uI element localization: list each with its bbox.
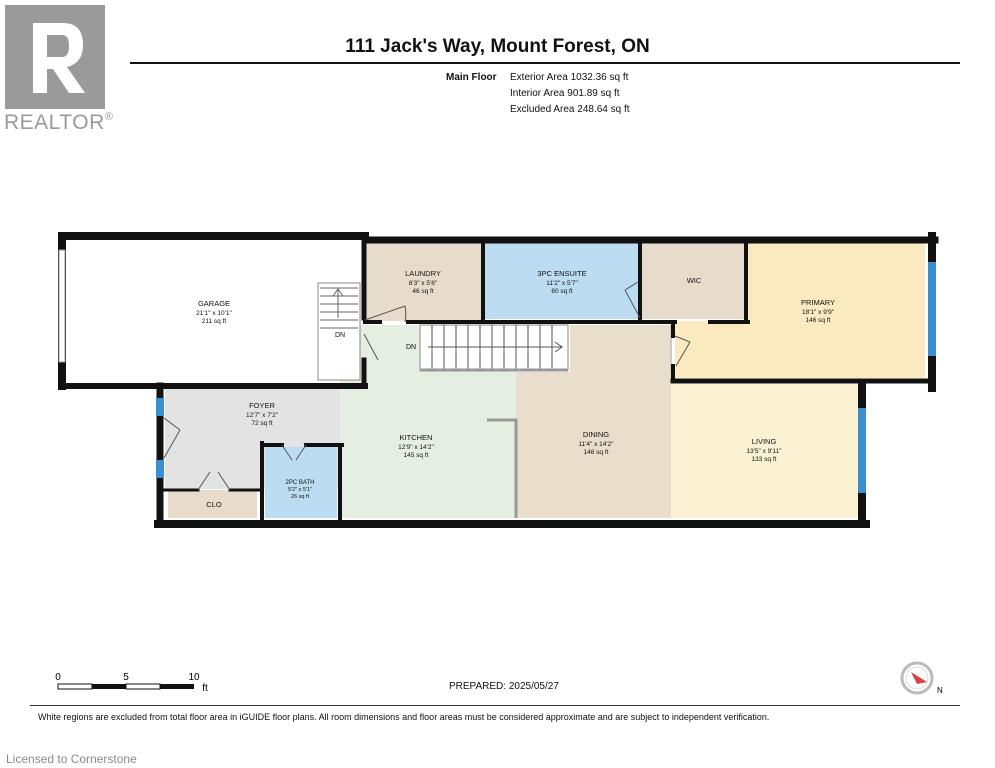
dining-area: 146 sq ft xyxy=(584,449,609,456)
scale-label-10: 10 xyxy=(188,672,200,683)
garage-area: 211 sq ft xyxy=(202,318,227,325)
bath-room xyxy=(265,447,337,518)
laundry-room xyxy=(365,243,482,321)
primary-dims: 18'1" x 9'9" xyxy=(802,309,835,316)
realtor-r-logo-icon xyxy=(5,5,105,109)
dining-dims: 11'4" x 14'2" xyxy=(578,441,614,448)
kitchen-dims: 12'9" x 14'2" xyxy=(398,444,434,451)
primary-area: 146 sq ft xyxy=(806,317,831,324)
living-room xyxy=(671,384,858,518)
closet-room xyxy=(168,490,257,518)
laundry-dims: 8'3" x 5'6" xyxy=(409,280,438,287)
bath-area: 26 sq ft xyxy=(291,494,310,500)
garage-room xyxy=(67,240,361,382)
footer-divider xyxy=(30,705,960,706)
label-foyer: FOYER 12'7" x 7'2" 72 sq ft xyxy=(246,401,279,427)
floor-label: Main Floor xyxy=(446,72,497,83)
door-swings xyxy=(163,281,691,491)
scale-unit: ft xyxy=(202,683,208,694)
title-divider xyxy=(130,62,960,64)
laundry-area: 46 sq ft xyxy=(412,288,434,295)
interior-area: Interior Area 901.89 sq ft xyxy=(510,88,620,99)
stair-dn-label-2: DN xyxy=(406,344,416,351)
label-primary: PRIMARY 18'1" x 9'9" 146 sq ft xyxy=(801,298,835,324)
label-garage: GARAGE 21'1" x 10'1" 211 sq ft xyxy=(196,299,232,325)
clo-name: CLO xyxy=(206,500,222,509)
compass-n-label: N xyxy=(937,686,943,695)
compass-icon: N xyxy=(900,661,943,695)
kitchen-area: 145 sq ft xyxy=(404,452,429,459)
realtor-wordmark: REALTOR® xyxy=(4,111,114,134)
scale-label-5: 5 xyxy=(123,672,129,683)
primary-room xyxy=(748,243,925,378)
ensuite-name: 3PC ENSUITE xyxy=(537,269,586,278)
living-name: LIVING xyxy=(752,437,777,446)
disclaimer-text: White regions are excluded from total fl… xyxy=(38,712,770,722)
foyer-area: 72 sq ft xyxy=(251,420,273,427)
excluded-area: Excluded Area 248.64 sq ft xyxy=(510,104,630,115)
dining-name: DINING xyxy=(583,430,609,439)
stair-well xyxy=(317,282,361,381)
dining-room-upper xyxy=(570,325,671,373)
bath-name: 2PC BATH xyxy=(286,480,315,486)
windows xyxy=(58,249,936,493)
kitchen-name: KITCHEN xyxy=(400,433,433,442)
foyer-name: FOYER xyxy=(249,401,275,410)
kitchen-counter xyxy=(487,418,518,518)
stairs-center xyxy=(419,324,569,372)
scale-label-0: 0 xyxy=(55,672,61,683)
wic-room xyxy=(642,243,745,319)
realtor-logo xyxy=(5,5,105,109)
garage-name: GARAGE xyxy=(198,299,230,308)
ensuite-area: 60 sq ft xyxy=(551,288,573,295)
label-kitchen: KITCHEN 12'9" x 14'2" 145 sq ft xyxy=(398,433,434,459)
dining-room xyxy=(516,372,671,518)
bath-dims: 5'2" x 5'1" xyxy=(288,487,312,493)
primary-name: PRIMARY xyxy=(801,298,835,307)
laundry-name: LAUNDRY xyxy=(405,269,441,278)
wic-name: WIC xyxy=(687,276,702,285)
foyer-dims: 12'7" x 7'2" xyxy=(246,412,279,419)
exterior-area: Exterior Area 1032.36 sq ft xyxy=(510,72,629,83)
ensuite-room xyxy=(485,243,639,319)
label-laundry: LAUNDRY 8'3" x 5'6" 46 sq ft xyxy=(405,269,441,295)
primary-room-ext xyxy=(675,321,748,378)
label-living: LIVING 13'5" x 9'11" 133 sq ft xyxy=(746,437,782,463)
ensuite-dims: 11'2" x 5'7" xyxy=(546,280,578,287)
label-ensuite: 3PC ENSUITE 11'2" x 5'7" 60 sq ft xyxy=(537,269,586,295)
garage-dims: 21'1" x 10'1" xyxy=(196,310,232,317)
living-dims: 13'5" x 9'11" xyxy=(746,448,782,455)
page-title: 111 Jack's Way, Mount Forest, ON xyxy=(345,36,650,57)
stair-dn-label: DN xyxy=(335,332,345,339)
label-bath: 2PC BATH 5'2" x 5'1" 26 sq ft xyxy=(286,480,315,500)
license-watermark: Licensed to Cornerstone xyxy=(6,752,137,766)
living-area: 133 sq ft xyxy=(752,456,777,463)
label-dining: DINING 11'4" x 14'2" 146 sq ft xyxy=(578,430,614,456)
prepared-date: PREPARED: 2025/05/27 xyxy=(449,681,559,692)
stairs-left xyxy=(320,287,358,329)
scale-bar: 0 5 10 ft xyxy=(55,672,208,694)
walls xyxy=(58,232,939,528)
